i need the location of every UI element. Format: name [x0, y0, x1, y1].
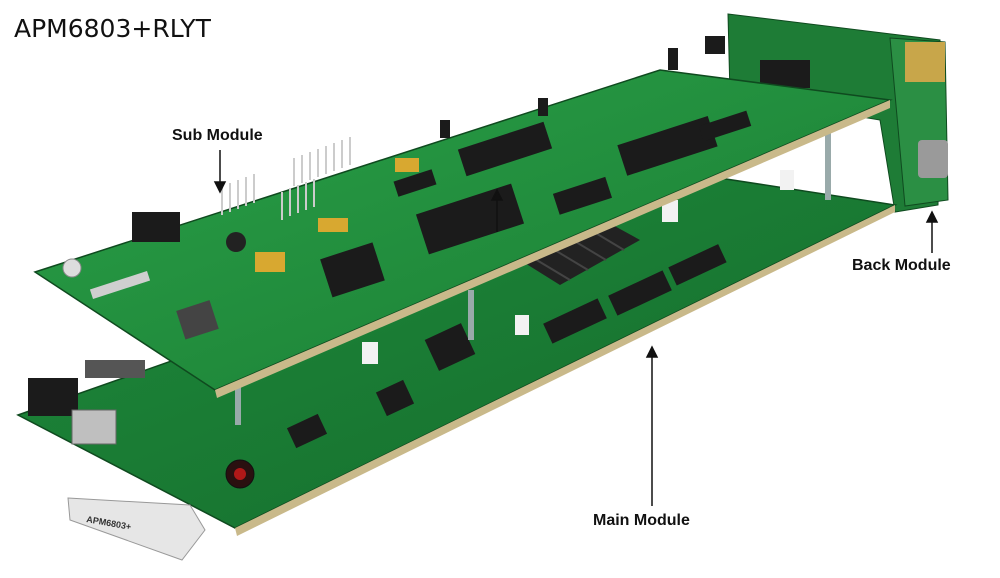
connector-icon [905, 42, 945, 82]
connector-icon [28, 378, 78, 416]
sub-module-arrow [213, 150, 227, 194]
pin-header-icon [221, 137, 351, 220]
sub-module-label: Sub Module [172, 127, 263, 144]
main-module-label: Main Module [593, 512, 690, 529]
sub-module-center-arrow [490, 188, 504, 232]
back-module-arrow [925, 210, 939, 253]
main-module-arrow [645, 345, 659, 506]
sub-module-board [33, 36, 893, 398]
back-module-label: Back Module [852, 257, 951, 274]
page-title: APM6803+RLYT [14, 14, 211, 43]
back-module-board [727, 13, 949, 213]
bnc-connector-icon [918, 140, 948, 178]
processor-chip-icon [617, 115, 718, 176]
processor-chip-icon [457, 121, 553, 177]
faceplate-handle: APM6803+ [67, 497, 206, 561]
